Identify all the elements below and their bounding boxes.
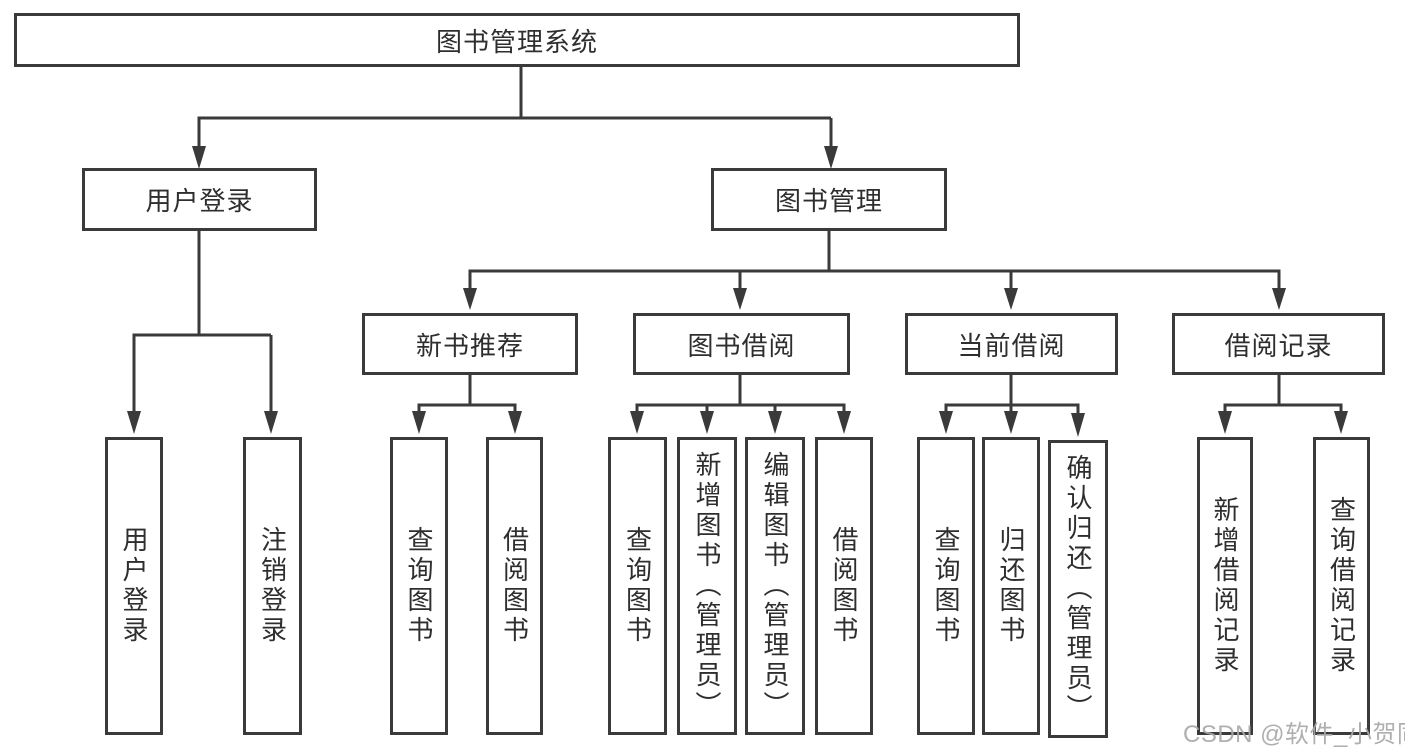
node-user-login: 用户登录 xyxy=(82,168,317,231)
leaf-add-borrow-record: 新增借阅记录 xyxy=(1197,437,1253,735)
edge-new-book-recommendation-to-leaves xyxy=(412,375,522,434)
edge-user-login-to-leaves xyxy=(127,231,278,434)
leaf-logout: 注销登录 xyxy=(243,437,302,735)
leaf-add-book-admin: 新增图书（管理员） xyxy=(677,437,737,735)
node-book-management: 图书管理 xyxy=(711,168,947,231)
leaf-user-login: 用户登录 xyxy=(105,437,163,735)
node-new-book-recommendation: 新书推荐 xyxy=(362,313,578,375)
node-root-library-management-system: 图书管理系统 xyxy=(14,13,1020,67)
edge-book-management-to-level3 xyxy=(463,231,1286,310)
edge-borrowing-records-to-leaves xyxy=(1218,375,1348,434)
leaf-edit-book-admin: 编辑图书（管理员） xyxy=(745,437,805,735)
watermark: CSDN @软件_小贺同学 xyxy=(1183,721,1405,747)
node-book-borrowing: 图书借阅 xyxy=(633,313,850,375)
leaf-query-books-recommend: 查询图书 xyxy=(390,437,448,735)
node-borrowing-records: 借阅记录 xyxy=(1172,313,1385,375)
leaf-query-borrow-record: 查询借阅记录 xyxy=(1313,437,1370,735)
leaf-query-books-current: 查询图书 xyxy=(917,437,975,735)
edge-current-borrowing-to-leaves xyxy=(939,375,1085,437)
leaf-confirm-return-admin: 确认归还（管理员） xyxy=(1048,440,1108,738)
leaf-borrow-books-borrowing: 借阅图书 xyxy=(815,437,873,735)
leaf-borrow-books-recommend: 借阅图书 xyxy=(486,437,543,735)
edge-book-borrowing-to-leaves xyxy=(630,375,851,434)
leaf-query-books-borrowing: 查询图书 xyxy=(608,437,667,735)
edge-root-to-level2 xyxy=(192,67,838,169)
leaf-return-books: 归还图书 xyxy=(982,437,1040,735)
node-current-borrowing: 当前借阅 xyxy=(905,313,1118,375)
